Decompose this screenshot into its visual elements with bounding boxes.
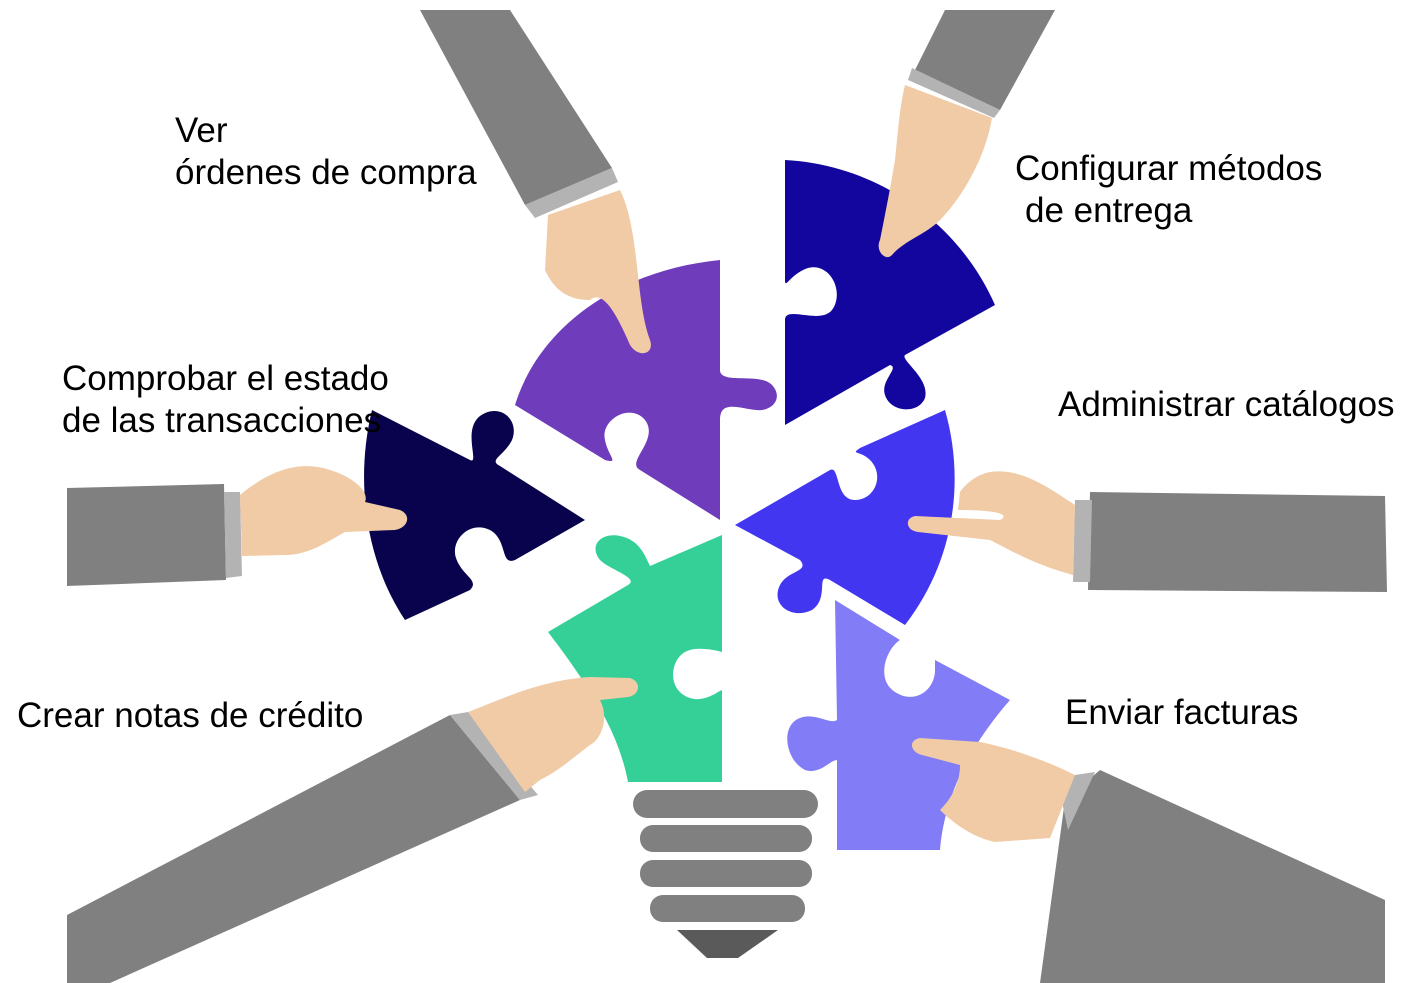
label-comprobar-estado-line2: de las transacciones: [62, 401, 382, 440]
label-crear-notas: Crear notas de crédito: [17, 695, 363, 737]
label-configurar-metodos: Configurar métodos de entrega: [1015, 148, 1322, 232]
puzzle-piece-navy: [364, 410, 585, 620]
puzzle-piece-purple: [515, 260, 777, 520]
label-ver-ordenes-line2: órdenes de compra: [175, 153, 477, 192]
hand-top-left: [420, 10, 651, 354]
bulb-base-stripe-4: [650, 895, 805, 922]
label-comprobar-estado: Comprobar el estado de las transacciones: [62, 358, 389, 442]
label-ver-ordenes: Ver órdenes de compra: [175, 110, 477, 194]
puzzle-piece-lavender: [787, 600, 1010, 850]
hand-right: [907, 471, 1387, 592]
bulb-base-stripe-3: [640, 860, 812, 887]
hand-left: [67, 466, 408, 586]
label-administrar-catalogos-text: Administrar catálogos: [1058, 385, 1395, 424]
hand-top-right: [878, 10, 1055, 258]
label-comprobar-estado-line1: Comprobar el estado: [62, 359, 389, 398]
puzzle-piece-blue: [735, 410, 955, 625]
puzzle-piece-dark-blue: [785, 160, 995, 425]
label-crear-notas-text: Crear notas de crédito: [17, 696, 364, 735]
puzzle-piece-green: [548, 535, 722, 782]
label-configurar-metodos-line1: Configurar métodos: [1015, 149, 1323, 188]
label-administrar-catalogos: Administrar catálogos: [1058, 384, 1395, 426]
bulb-base-stripe-1: [633, 790, 818, 818]
hand-bottom-left: [67, 677, 639, 983]
bulb-tip: [677, 930, 778, 958]
label-enviar-facturas: Enviar facturas: [1065, 692, 1298, 734]
label-enviar-facturas-text: Enviar facturas: [1065, 693, 1299, 732]
label-ver-ordenes-line1: Ver: [175, 111, 228, 150]
label-configurar-metodos-line2: de entrega: [1025, 191, 1193, 230]
bulb-base-stripe-2: [640, 825, 812, 852]
hand-bottom-right: [911, 738, 1385, 983]
